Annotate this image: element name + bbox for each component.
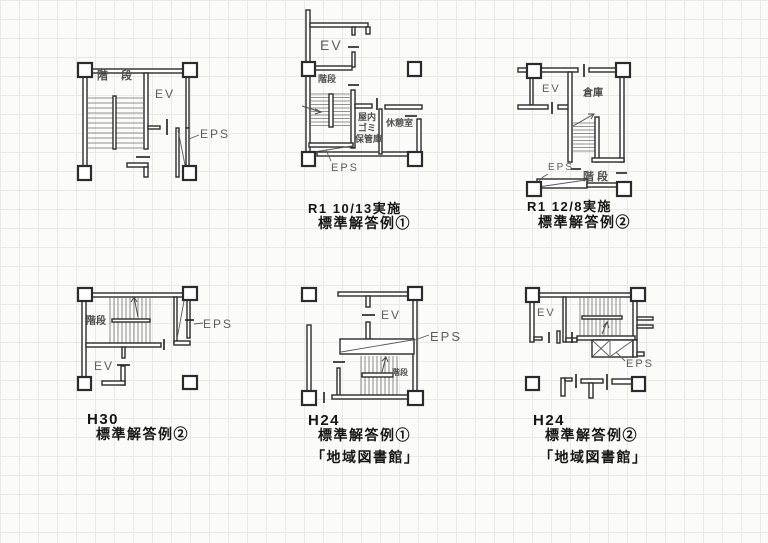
p2-caption-line2: 標準解答例① (318, 215, 411, 231)
column (76, 61, 94, 79)
p2-caption-line1: R1 10/13実施 (308, 201, 402, 216)
p5-eps-leader (411, 334, 430, 342)
p3-caption-line1: R1 12/8実施 (527, 199, 613, 214)
column (406, 60, 423, 78)
plan-h24-1 (300, 285, 430, 407)
p6-eps-label: EPS (626, 358, 655, 370)
column (300, 389, 318, 407)
column (406, 285, 424, 302)
p6-caption-line2: 標準解答例② (545, 427, 638, 443)
p6-stair-arrow (601, 321, 608, 335)
p4-eps-leader (193, 322, 204, 325)
column (181, 164, 198, 182)
p6-ev-label: EV (537, 307, 556, 319)
p2-eps-diagonal (313, 145, 353, 153)
p3-stairs-label: 階段 (583, 171, 611, 183)
p3-caption-line2: 標準解答例② (538, 214, 631, 230)
column (629, 286, 647, 303)
column (300, 60, 317, 78)
p5-caption-line3: 「地域図書館」 (311, 449, 420, 465)
p5-eps-diagonal (340, 339, 413, 353)
column (181, 374, 199, 391)
column (406, 389, 425, 407)
p1-eps-leader (188, 134, 200, 140)
p4-eps-label: EPS (203, 317, 234, 331)
p2-garbage-room-label-line1: 屋内 (358, 112, 377, 122)
column (630, 375, 647, 393)
p1-eps-label: EPS (200, 127, 231, 141)
plan-r1-10-13 (300, 9, 424, 168)
p5-caption-line1: H24 (308, 412, 341, 429)
p2-garbage-room-label-line2: ゴミ (358, 123, 377, 133)
p5-ev-label: EV (381, 308, 402, 322)
column (525, 180, 543, 198)
p5-caption-line2: 標準解答例① (318, 427, 411, 443)
p4-stair-arrow (133, 296, 139, 318)
column (76, 164, 93, 182)
p6-caption-line3: 「地域図書館」 (539, 449, 648, 465)
column (76, 375, 93, 392)
p3-ev-label: EV (542, 83, 561, 95)
p1-stair-rail (112, 95, 117, 150)
column (525, 62, 543, 80)
plan-h24-2 (524, 286, 654, 399)
plan-top-left (76, 61, 200, 182)
p2-stair-rail (328, 93, 334, 128)
p1-stairs-label: 階 段 (97, 70, 138, 82)
column (524, 286, 541, 304)
p3-eps-leader (538, 173, 549, 182)
p5-stair-rail (361, 372, 394, 378)
p3-eps-label: EPS (548, 162, 575, 173)
p6-caption-line1: H24 (533, 412, 566, 429)
p4-eps-diagonal (176, 300, 185, 340)
p3-warehouse-label: 倉庫 (583, 88, 603, 99)
plan-r1-12-8 (517, 61, 633, 198)
plan-h30 (76, 285, 204, 392)
p6-stair-rail (581, 315, 623, 320)
p4-caption-line1: H30 (87, 411, 120, 428)
p4-ev-label: EV (94, 359, 115, 373)
column (406, 150, 424, 168)
p4-stairs-label: 階段 (86, 316, 106, 327)
column (614, 61, 632, 79)
p5-stair-arrow (381, 356, 387, 373)
p2-eps-leader (325, 149, 332, 162)
column (300, 150, 317, 168)
column (181, 285, 199, 302)
p3-eps-diagonal (537, 179, 587, 188)
p3-stair-arrow (572, 113, 595, 127)
p2-ev-label: EV (320, 37, 343, 53)
p6-eps-leader (615, 351, 626, 362)
p5-eps-label: EPS (430, 329, 463, 344)
p4-stair-rail (111, 318, 151, 323)
p2-break-room-label: 休憩室 (386, 118, 414, 128)
column (615, 180, 633, 198)
column (181, 61, 199, 79)
p2-garbage-room-label-line3: 保管庫 (355, 134, 383, 144)
column (76, 286, 94, 303)
p3-stair-treads (572, 122, 595, 152)
p2-stair-arrow (301, 105, 322, 113)
column (524, 375, 541, 392)
p5-stairs-label: 階段 (392, 368, 408, 377)
p4-caption-line2: 標準解答例② (96, 426, 189, 442)
p2-eps-label: EPS (331, 162, 360, 174)
p1-ev-label: EV (155, 87, 176, 101)
p2-stairs-label: 階段 (318, 74, 337, 84)
column (300, 286, 318, 303)
